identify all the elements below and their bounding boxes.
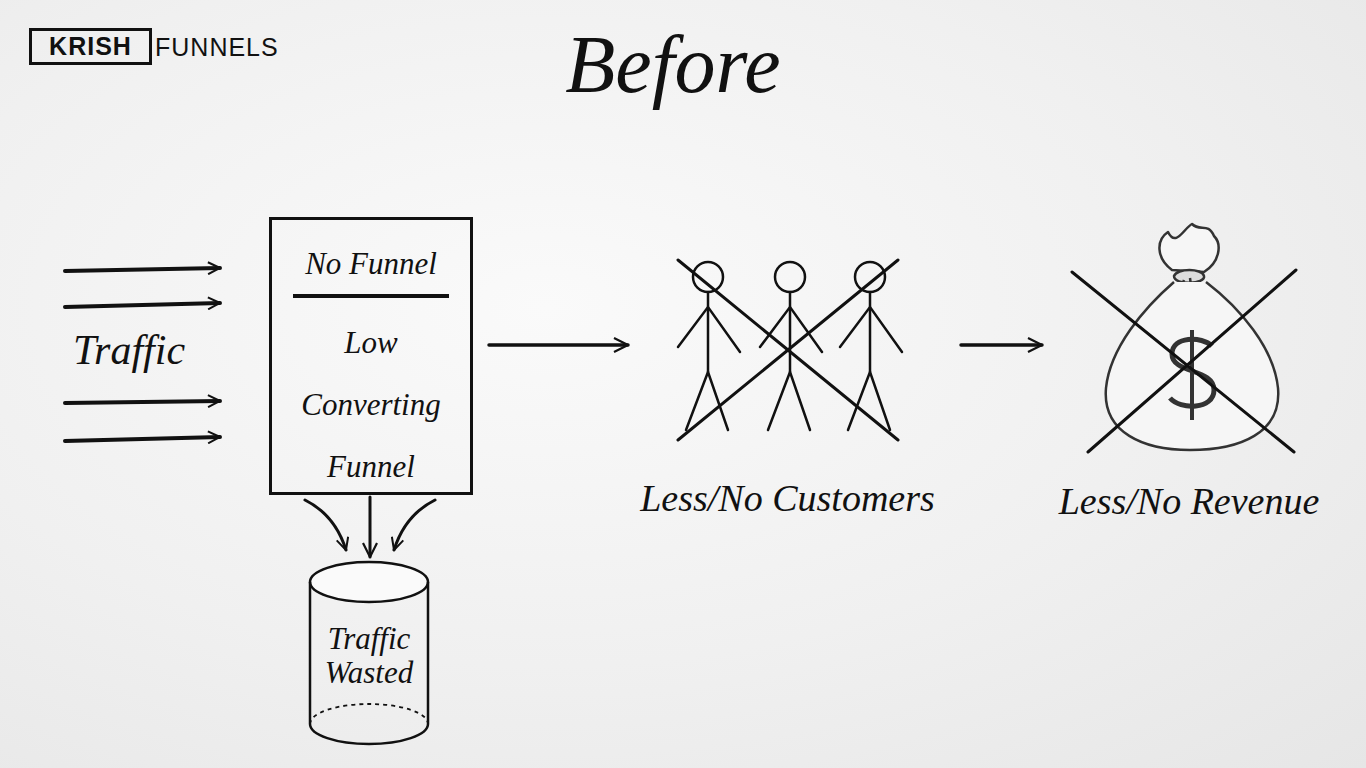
customers-label: Less/No Customers bbox=[630, 477, 945, 521]
bucket-label: Traffic Wasted bbox=[317, 622, 421, 690]
flow-arrow bbox=[961, 343, 1042, 347]
diagram-title: Before bbox=[483, 18, 863, 112]
node-funnel: No FunnelLow Converting Funnel bbox=[269, 217, 473, 495]
divider-lines bbox=[293, 294, 449, 298]
node-bag: Less/No Revenue bbox=[1044, 218, 1334, 530]
logo-word: KRISH bbox=[49, 32, 132, 61]
node-logo: KRISHFUNNELS bbox=[29, 28, 152, 65]
logo-suffix: FUNNELS bbox=[155, 33, 279, 62]
flow-arrow bbox=[489, 343, 628, 347]
funnel-heading: No Funnel bbox=[284, 246, 458, 282]
funnel-body: Low Converting Funnel bbox=[284, 312, 458, 498]
traffic-arrows bbox=[65, 268, 220, 441]
node-people: Less/No Customers bbox=[630, 252, 945, 532]
traffic-label: Traffic bbox=[73, 326, 185, 374]
revenue-label: Less/No Revenue bbox=[1044, 480, 1334, 524]
flow-arrow bbox=[369, 497, 372, 557]
node-cylinder: Traffic Wasted bbox=[308, 560, 430, 748]
